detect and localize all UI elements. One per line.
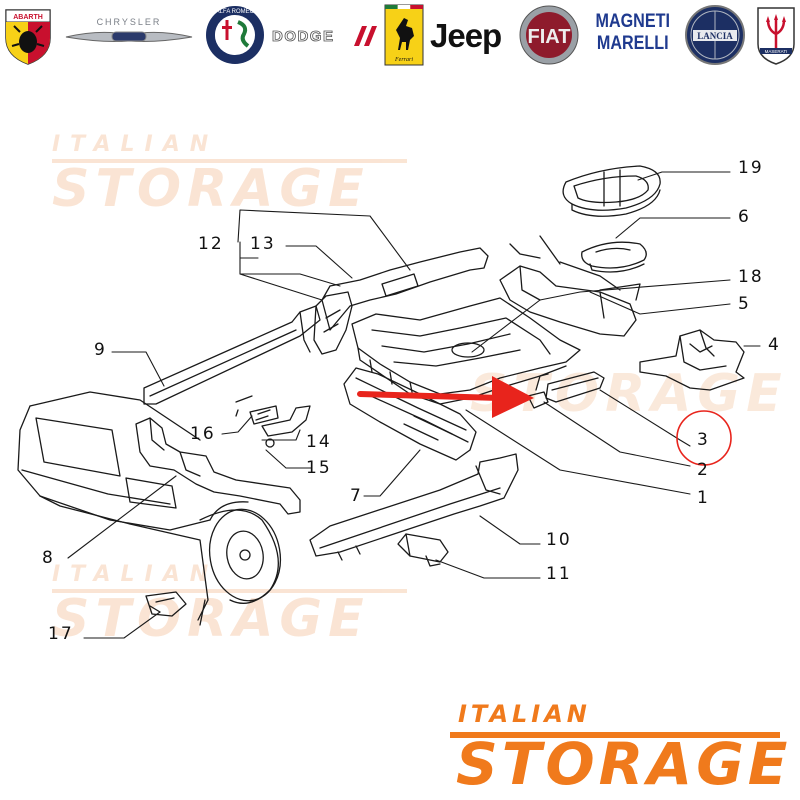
callout-8: 8 (42, 548, 55, 568)
brand-name: MAGNETI MARELLI (595, 11, 670, 54)
part-19-cover (562, 165, 661, 217)
callout-3: 3 (697, 430, 710, 450)
callout-15: 15 (306, 458, 332, 478)
part-14-16-brackets (235, 395, 311, 448)
alfa-romeo-roundel-icon: ALFA ROMEO (204, 4, 266, 66)
abarth-scorpion-shield-icon: ABARTH (2, 4, 54, 66)
callout-16: 16 (190, 424, 216, 444)
lancia-badge-icon: LANCIA (684, 4, 746, 66)
part-12-13-crossmember (313, 247, 489, 355)
part-5-reinforcement (559, 261, 641, 301)
part-1-2-pieces (527, 373, 549, 409)
part-10-outer-sill (309, 453, 519, 561)
dodge-stripes-icon: DODGE (270, 4, 378, 66)
callout-13: 13 (250, 234, 276, 254)
part-4-bracket (639, 329, 745, 391)
watermark-top: ITALIAN STORAGE (52, 132, 407, 215)
italian-storage-logo: ITALIAN STORAGE (450, 700, 787, 796)
watermark-line2: STORAGE (52, 159, 370, 219)
magneti-marelli-wordmark-icon: MAGNETI MARELLI (586, 4, 680, 66)
highlight-circle (676, 410, 732, 466)
fiat-badge-icon: FIAT (518, 4, 580, 66)
callout-19: 19 (738, 158, 764, 178)
callout-5: 5 (738, 294, 751, 314)
brand-name: ALFA ROMEO (216, 9, 255, 15)
callout-1: 1 (697, 488, 710, 508)
part-6-plug (581, 241, 647, 273)
brand-name: Jeep (430, 17, 501, 54)
brand-name: DODGE (272, 28, 335, 45)
callout-6: 6 (738, 207, 751, 227)
brand-name: LANCIA (697, 31, 733, 41)
callout-9: 9 (94, 340, 107, 360)
part-17-bracket (145, 591, 187, 617)
logo-line1: ITALIAN (458, 700, 591, 728)
logo-line2: STORAGE (456, 730, 792, 798)
highlight-arrow (357, 376, 534, 418)
jeep-wordmark-icon: Jeep (428, 4, 514, 66)
maserati-trident-icon: MASERATI (754, 4, 798, 66)
callout-11: 11 (546, 564, 572, 584)
callout-10: 10 (546, 530, 572, 550)
part-floor-pan (351, 297, 581, 405)
callout-14: 14 (306, 432, 332, 452)
callout-18: 18 (738, 267, 764, 287)
ferrari-prancing-horse-icon: Ferrari (384, 4, 424, 66)
part-18-crossmember (499, 235, 637, 337)
brand-name: CHRYSLER (97, 17, 162, 27)
part-7-sill-inner (343, 367, 477, 461)
brand-logo-bar: ABARTH CHRYSLER ALFA ROMEO (0, 0, 800, 70)
brand-name: MASERATI (765, 49, 788, 54)
car-body-outline (17, 391, 282, 626)
brand-name: ABARTH (13, 14, 43, 21)
brand-name: Ferrari (394, 57, 413, 63)
chrysler-wings-icon: CHRYSLER (62, 4, 196, 66)
part-3-reinforcement (545, 371, 605, 403)
callout-7: 7 (350, 486, 363, 506)
leader-lines (67, 171, 761, 639)
callout-12: 12 (198, 234, 224, 254)
callout-4: 4 (768, 335, 781, 355)
watermark-line1: ITALIAN (52, 132, 219, 157)
part-11-bracket (397, 533, 449, 567)
brand-name: FIAT (528, 26, 571, 48)
callout-17: 17 (48, 624, 74, 644)
part-8-front-member (135, 417, 301, 515)
callout-2: 2 (697, 460, 710, 480)
part-9-rail (143, 305, 321, 405)
watermark-line1: ITALIAN (52, 562, 219, 587)
